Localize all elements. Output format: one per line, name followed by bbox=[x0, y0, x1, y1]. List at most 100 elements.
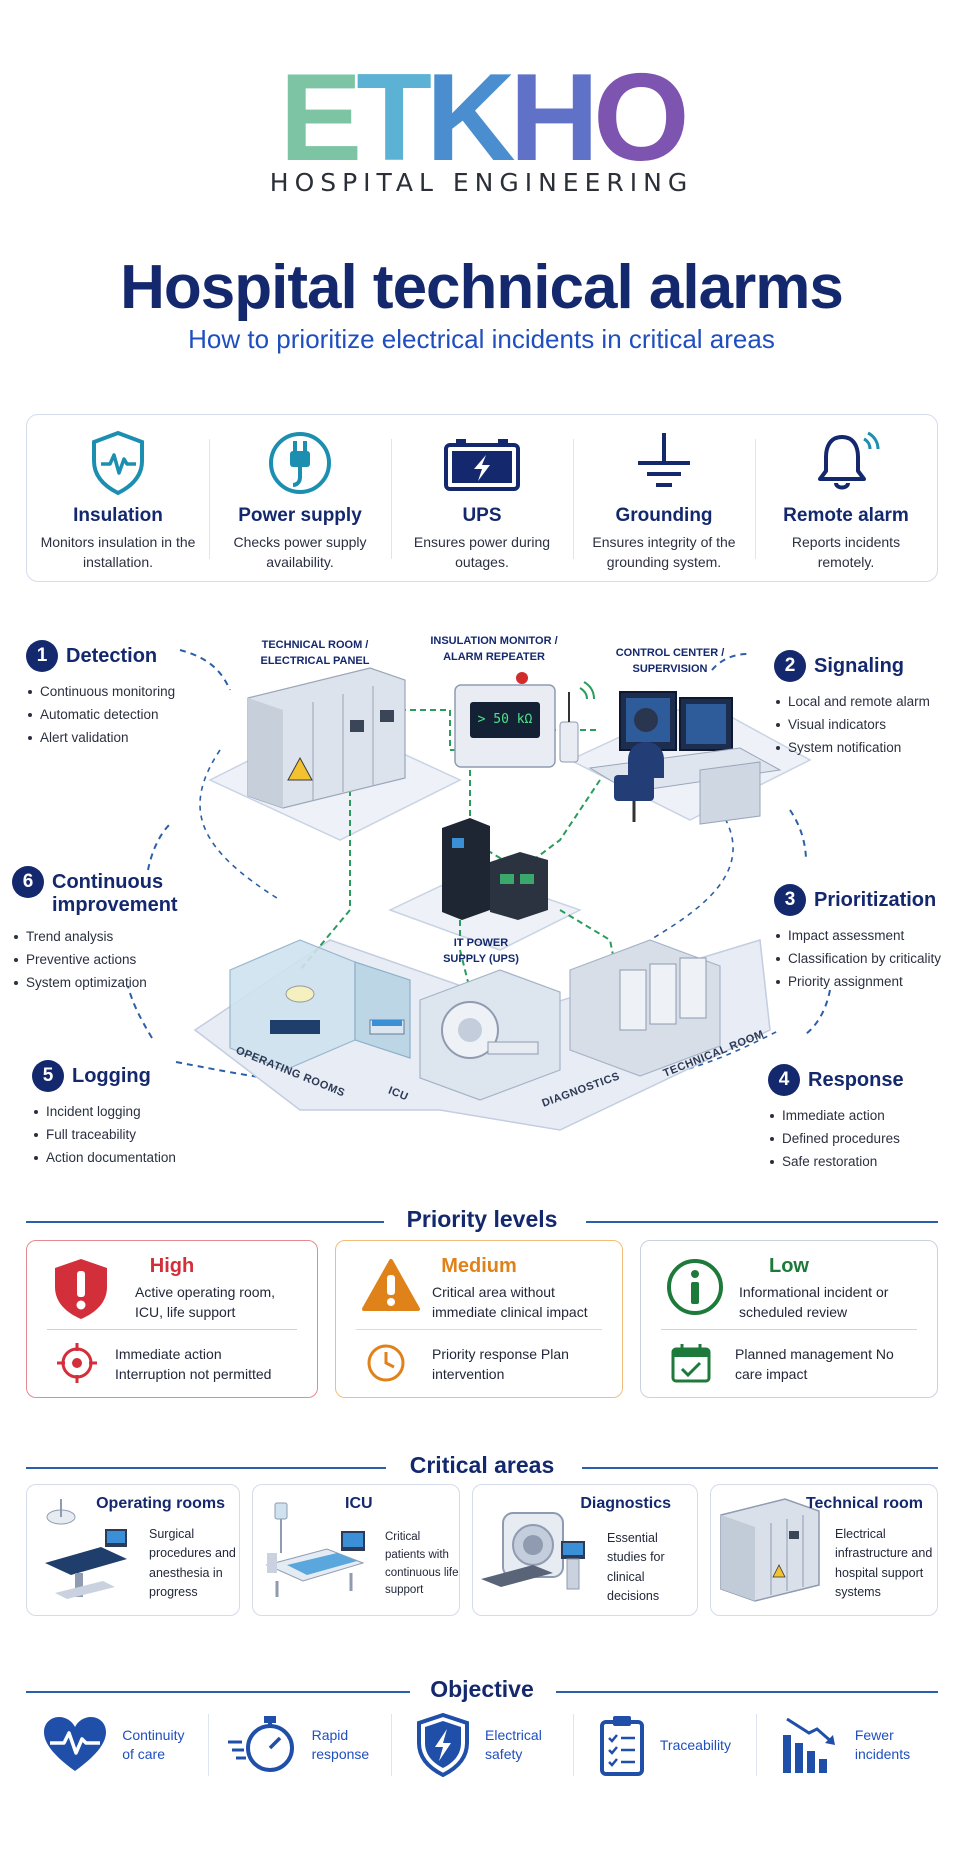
priority-desc: Active operating room, ICU, life support bbox=[135, 1284, 276, 1320]
feature-desc: Monitors insulation in the installation. bbox=[40, 534, 196, 570]
section-title: Objective bbox=[430, 1676, 534, 1702]
priority-card-low: Low Informational incident or scheduled … bbox=[640, 1240, 938, 1398]
feature-desc: Ensures power during outages. bbox=[413, 534, 551, 570]
step-item: Impact assessment bbox=[774, 924, 941, 947]
logo-subtitle: HOSPITAL ENGINEERING bbox=[269, 168, 694, 197]
shield-pulse-icon bbox=[92, 430, 144, 496]
step-item: Automatic detection bbox=[26, 703, 175, 726]
mri-scanner-illustration bbox=[481, 1512, 585, 1590]
step-item: System optimization bbox=[12, 971, 192, 994]
calendar-check-icon bbox=[671, 1344, 711, 1383]
objective-rapid-response: Rapid response bbox=[208, 1700, 390, 1790]
area-card-icu: ICU Critical patients with continuous li… bbox=[252, 1484, 460, 1616]
section-title: Critical areas bbox=[409, 1452, 555, 1478]
priority-card-high: High Active operating room, ICU, life su… bbox=[26, 1240, 318, 1398]
objective-fewer-incidents: Fewer incidents bbox=[755, 1700, 938, 1790]
areas-heading: Critical areas bbox=[26, 1452, 938, 1482]
clipboard-icon bbox=[599, 1716, 644, 1776]
step-item: Full traceability bbox=[32, 1123, 176, 1146]
objective-label: Continuity of care bbox=[122, 1727, 185, 1762]
location-label-ups: IT POWER SUPPLY (UPS) bbox=[443, 937, 519, 965]
step-logging: 5 Logging Incident logging Full traceabil… bbox=[32, 1060, 176, 1169]
step-item: Classification by criticality bbox=[774, 947, 941, 970]
target-icon bbox=[57, 1343, 97, 1383]
step-number: 5 bbox=[32, 1060, 64, 1092]
step-item: Immediate action bbox=[768, 1104, 904, 1127]
feature-remote-alarm: Remote alarm Reports incidents remotely. bbox=[755, 415, 937, 581]
step-number: 1 bbox=[26, 640, 58, 672]
feature-desc: Reports incidents remotely. bbox=[791, 534, 901, 570]
priority-title: Low bbox=[769, 1255, 809, 1277]
objective-electrical-safety: Electrical safety bbox=[390, 1700, 573, 1790]
priority-card-medium: Medium Critical area without immediate c… bbox=[335, 1240, 623, 1398]
step-title: Continuous improvement bbox=[52, 871, 178, 916]
section-title: Priority levels bbox=[406, 1206, 558, 1232]
step-item: Alert validation bbox=[26, 726, 175, 749]
feature-title: Power supply bbox=[238, 505, 362, 526]
feature-desc: Checks power supply availability. bbox=[233, 534, 367, 570]
area-title: Operating rooms bbox=[96, 1495, 225, 1512]
step-number: 4 bbox=[768, 1064, 800, 1096]
operating-table-illustration bbox=[45, 1499, 127, 1599]
page-subtitle: How to prioritize electrical incidents i… bbox=[188, 324, 775, 354]
step-item: Preventive actions bbox=[12, 948, 192, 971]
heart-pulse-icon bbox=[44, 1717, 107, 1771]
logo-letter: H bbox=[509, 49, 600, 187]
step-item: Local and remote alarm bbox=[774, 690, 930, 713]
feature-title: Insulation bbox=[73, 505, 163, 526]
feature-title: UPS bbox=[462, 505, 502, 526]
feature-title: Remote alarm bbox=[783, 505, 909, 526]
objective-traceability: Traceability bbox=[573, 1700, 755, 1790]
area-title: Diagnostics bbox=[580, 1495, 671, 1512]
facility-illustration bbox=[127, 649, 831, 1131]
objective-label: Electrical safety bbox=[485, 1727, 542, 1762]
objective-label: Rapid response bbox=[311, 1727, 370, 1762]
feature-ups: UPS Ensures power during outages. bbox=[391, 415, 573, 581]
step-item: Incident logging bbox=[32, 1100, 176, 1123]
step-item: Visual indicators bbox=[774, 713, 930, 736]
logo-letter: T bbox=[356, 49, 432, 187]
step-item: Action documentation bbox=[32, 1146, 176, 1169]
warning-triangle-icon bbox=[362, 1259, 420, 1311]
priority-title: High bbox=[149, 1255, 195, 1277]
step-item: Defined procedures bbox=[768, 1127, 904, 1150]
step-detection: 1 Detection Continuous monitoring Automat… bbox=[26, 640, 175, 749]
objective-label: Traceability bbox=[659, 1736, 731, 1753]
battery-icon bbox=[444, 439, 520, 491]
step-item: Continuous monitoring bbox=[26, 680, 175, 703]
area-title: ICU bbox=[345, 1495, 373, 1512]
electrical-cabinet-illustration bbox=[720, 1498, 820, 1602]
ground-icon bbox=[638, 433, 690, 487]
objective-continuity: Continuity of care bbox=[26, 1700, 208, 1790]
process-diagram: TECHNICAL ROOM / ELECTRICAL PANEL INSULA… bbox=[0, 610, 963, 1170]
priority-action: Immediate action Interruption not permit… bbox=[115, 1346, 272, 1382]
location-label-control-center: CONTROL CENTER / SUPERVISION bbox=[615, 647, 725, 675]
location-label-insulation-monitor: INSULATION MONITOR / ALARM REPEATER bbox=[430, 635, 558, 663]
monitor-reading: > 50 kΩ bbox=[477, 712, 533, 727]
plug-icon bbox=[269, 432, 331, 494]
location-label-technical-room: TECHNICAL ROOM / ELECTRICAL PANEL bbox=[260, 639, 370, 667]
clock-icon bbox=[367, 1344, 405, 1382]
step-number: 3 bbox=[774, 884, 806, 916]
logo-letter: O bbox=[593, 49, 689, 187]
step-number: 6 bbox=[12, 866, 44, 898]
objective-label: Fewer incidents bbox=[854, 1727, 911, 1762]
step-title: Logging bbox=[72, 1065, 151, 1087]
area-title: Technical room bbox=[805, 1495, 923, 1512]
area-desc: Critical patients with continuous life s… bbox=[385, 1531, 459, 1597]
step-title: Detection bbox=[66, 645, 158, 667]
feature-desc: Ensures integrity of the grounding syste… bbox=[592, 534, 736, 570]
priority-action: Planned management No care impact bbox=[735, 1346, 894, 1382]
step-number: 2 bbox=[774, 650, 806, 682]
feature-power-supply: Power supply Checks power supply availab… bbox=[209, 415, 391, 581]
step-item: Safe restoration bbox=[768, 1150, 904, 1173]
stopwatch-icon bbox=[227, 1716, 294, 1772]
area-card-diagnostics: Diagnostics Essential studies for clinic… bbox=[472, 1484, 698, 1616]
priority-title: Medium bbox=[441, 1255, 517, 1277]
step-item: Priority assignment bbox=[774, 970, 941, 993]
priority-desc: Critical area without immediate clinical… bbox=[432, 1284, 588, 1320]
